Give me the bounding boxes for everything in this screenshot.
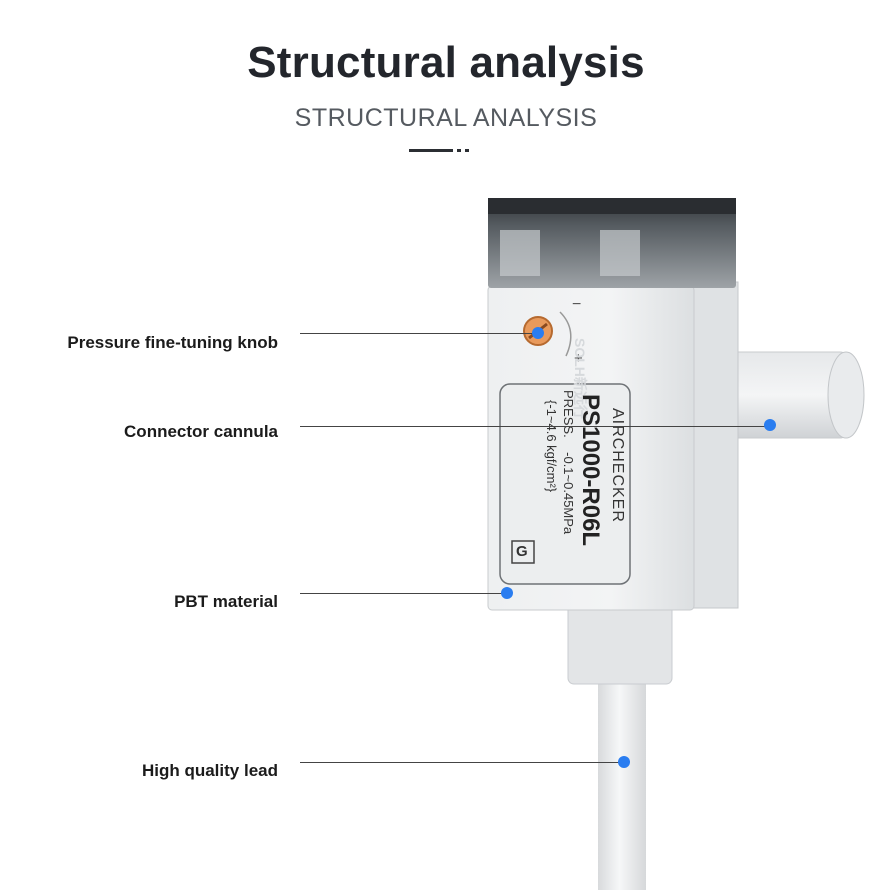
device-plus-label: + — [574, 350, 583, 367]
side-panel — [691, 281, 739, 609]
cap-window — [600, 230, 640, 276]
callout-dot-knob — [532, 327, 544, 339]
page-subtitle: STRUCTURAL ANALYSIS — [294, 104, 598, 132]
device-spec-line-1: PRESS. -0.1~0.45MPa — [561, 390, 576, 535]
device-model: PS1000-R06L — [577, 394, 604, 547]
callout-label-cannula: Connector cannula — [124, 422, 278, 441]
device-minus-label: − — [572, 296, 582, 313]
g-mark-box — [511, 540, 535, 564]
cap-window — [500, 230, 540, 276]
lead-cable — [598, 670, 646, 890]
callout-dot-lead — [618, 756, 630, 768]
callout-label-knob: Pressure fine-tuning knob — [67, 333, 278, 352]
callout-line-knob — [300, 333, 536, 334]
title-divider — [409, 149, 453, 152]
cannula-end — [827, 351, 865, 439]
device-spec-line-2: {-1~4.6 kgf/cm²} — [544, 400, 559, 493]
strain-relief — [567, 603, 673, 685]
callout-dot-cannula — [764, 419, 776, 431]
device-g-mark: G — [516, 543, 528, 560]
page-title: Structural analysis — [247, 38, 645, 87]
callout-line-material — [300, 593, 506, 594]
callout-dot-material — [501, 587, 513, 599]
cap-top — [488, 198, 736, 214]
callout-line-cannula — [300, 426, 770, 427]
title-divider-dot — [465, 149, 469, 152]
callout-line-lead — [300, 762, 624, 763]
callout-label-lead: High quality lead — [141, 761, 278, 780]
callout-label-material: PBT material — [174, 592, 278, 611]
label-plate — [499, 383, 631, 585]
title-divider-dot — [457, 149, 461, 152]
